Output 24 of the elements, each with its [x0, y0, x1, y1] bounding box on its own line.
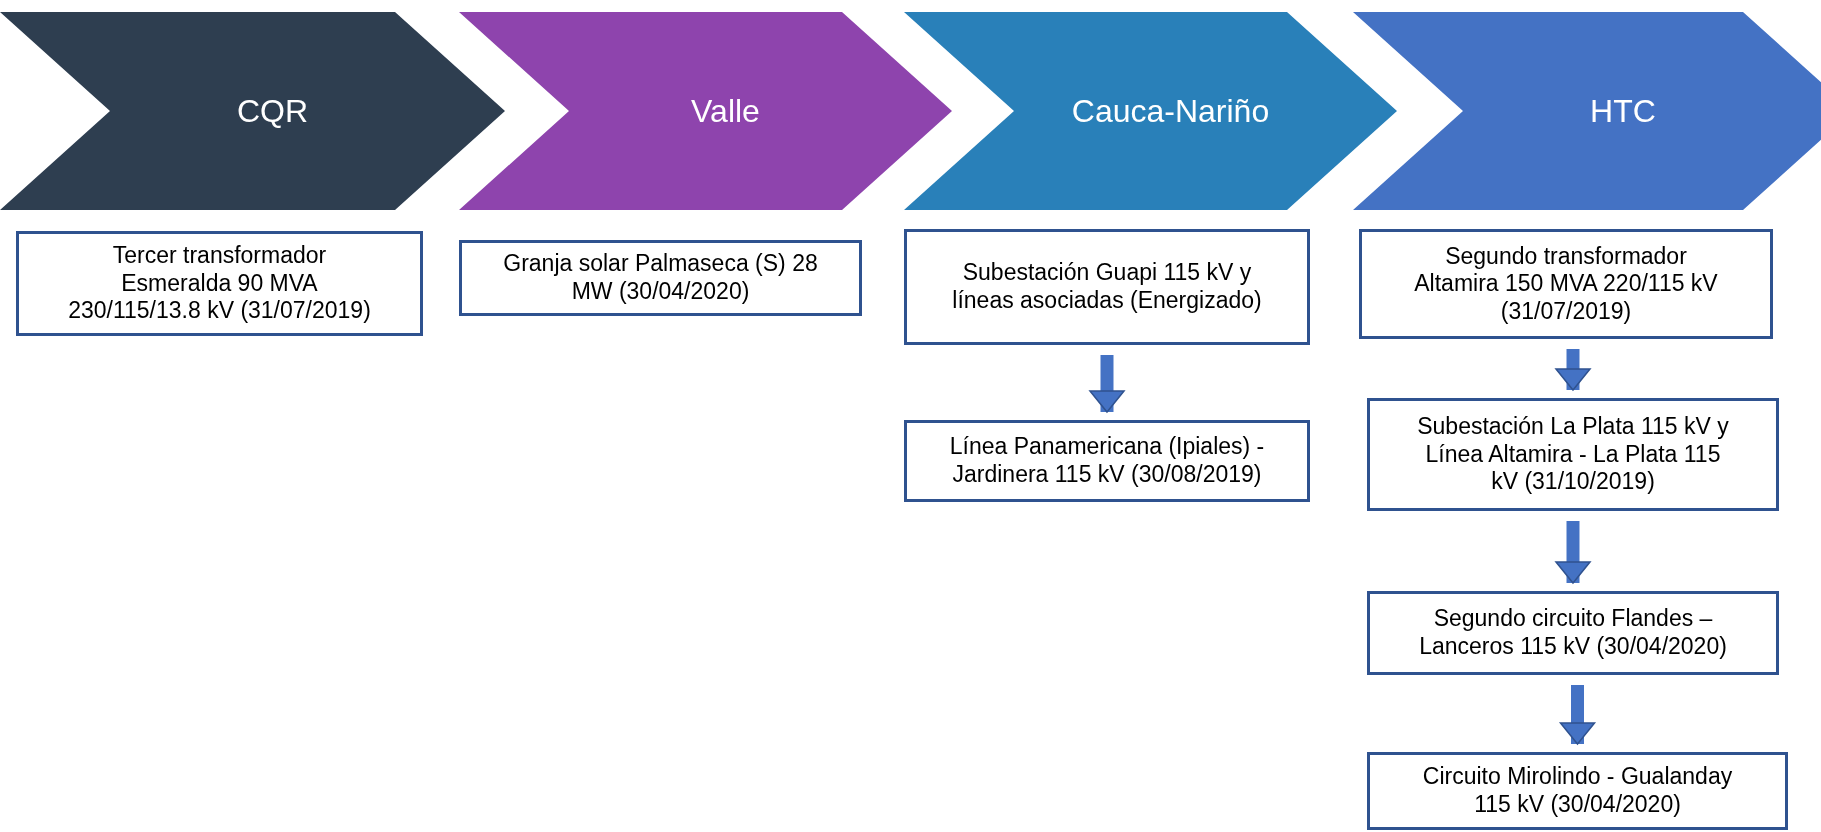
stage-title: Valle [690, 92, 760, 131]
project-box [1359, 229, 1773, 339]
project-text: Tercer transformador Esmeralda 90 MVA 230/115/13.8 kV (31/07/2019) [67, 242, 372, 325]
down-arrow [1089, 355, 1125, 413]
down-arrow [1555, 521, 1591, 584]
stage-title: CQR [235, 92, 309, 131]
project-box [904, 420, 1310, 502]
down-arrow [1559, 685, 1596, 745]
project-text: Segundo circuito Flandes – Lanceros 115 kV (30/04/2020) [1418, 605, 1728, 661]
project-box [459, 240, 862, 316]
stage-title: HTC [1589, 92, 1656, 131]
project-box [1367, 398, 1779, 511]
project-box [1367, 752, 1788, 830]
project-text: Granja solar Palmaseca (S) 28 MW (30/04/2020) [502, 250, 819, 306]
down-arrow [1555, 349, 1591, 391]
project-box [1367, 591, 1779, 675]
project-box [16, 231, 423, 336]
project-box [904, 229, 1310, 345]
project-text: Segundo transformador Altamira 150 MVA 220/115 kV (31/07/2019) [1413, 242, 1719, 326]
project-text: Subestación La Plata 115 kV y Línea Altamira - La Plata 115 kV (31/10/2019) [1416, 413, 1730, 496]
stage-title: Cauca-Nariño [1070, 92, 1270, 131]
project-text: Línea Panamericana (Ipiales) - Jardinera 115 kV (30/08/2019) [948, 433, 1266, 489]
project-text: Circuito Mirolindo - Gualanday 115 kV (30/04/2020) [1421, 763, 1734, 819]
project-text: Subestación Guapi 115 kV y líneas asociadas (Energizado) [951, 259, 1263, 315]
